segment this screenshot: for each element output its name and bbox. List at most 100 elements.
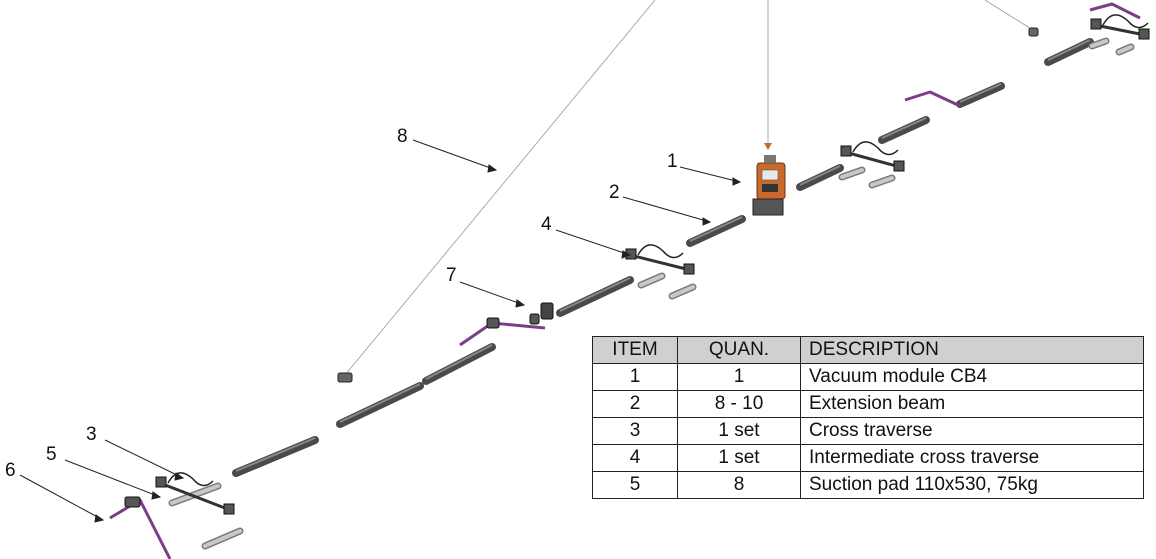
cable-line-right [984,0,1034,31]
extension-beam [878,116,930,144]
cell-description: Intermediate cross traverse [800,444,1144,472]
vacuum-hose [459,321,546,347]
traverse-clamp [1138,28,1150,40]
cell-description: Suction pad 110x530, 75kg [800,471,1144,499]
cable-arrowhead [764,143,772,150]
coupling-item-7 [529,302,554,325]
column-header-quantity: QUAN. [677,336,801,364]
vacuum-hose [1089,2,1141,20]
callout-1: 1 [667,151,678,172]
table-row: 5 8 Suction pad 110x530, 75kg [592,471,1144,499]
suction-pad-face [639,274,664,287]
callout-3: 3 [86,424,97,445]
cell-description: Extension beam [800,390,1144,418]
cable-line-8 [344,0,656,376]
callout-5: 5 [46,444,57,465]
vacuum-module [752,155,786,216]
cell-quantity: 1 [677,363,801,391]
hanger-item-8 [337,372,353,383]
bill-of-materials-table: ITEM QUAN. DESCRIPTION 1 1 Vacuum module… [592,336,1144,499]
traverse-clamp [223,503,235,515]
suction-pad-face [170,484,220,505]
callout-7: 7 [446,265,457,286]
column-header-item: ITEM [592,336,678,364]
extension-beam [796,164,844,191]
extension-beam-highlight [425,344,493,380]
cell-item: 3 [592,417,678,445]
cell-item: 2 [592,390,678,418]
suction-pad-face [203,529,242,548]
traverse-hose [852,141,899,156]
traverse-clamp [1090,18,1102,30]
hanger-right [1028,27,1039,37]
table-header-row: ITEM QUAN. DESCRIPTION [592,336,1144,364]
extension-beam-highlight [799,165,841,186]
cell-description: Cross traverse [800,417,1144,445]
traverse-clamp [840,145,852,157]
cross-traverse-bar [629,253,691,272]
extension-beam-highlight [559,277,631,312]
cell-item: 1 [592,363,678,391]
extension-beam-highlight [881,117,927,139]
traverse-clamp [155,476,167,488]
extension-beam-highlight [339,383,421,423]
hose-connector [486,317,500,329]
extension-beam [336,382,424,428]
table-row: 3 1 set Cross traverse [592,417,1144,445]
extension-beams [232,38,1094,477]
cell-quantity: 1 set [677,444,801,472]
traverse-hose [167,472,214,487]
callout-2: 2 [609,182,620,203]
cell-item: 4 [592,444,678,472]
table-row: 4 1 set Intermediate cross traverse [592,444,1144,472]
cross-traverse-bar [159,481,231,512]
suction-pad-face [1117,45,1133,54]
traverse-clamp [683,263,695,275]
leader-2 [622,196,711,223]
leader-7 [459,281,525,306]
table-row: 2 8 - 10 Extension beam [592,390,1144,418]
column-header-description: DESCRIPTION [800,336,1144,364]
leader-6 [19,474,104,521]
extension-beam [686,215,746,247]
leader-5 [64,459,161,498]
suction-pad-face [1090,39,1108,48]
extension-beam-highlight [235,437,316,472]
callout-leaders [19,139,742,523]
extension-beam [956,82,1005,108]
leader-4 [555,229,631,256]
extension-beam-highlight [959,83,1002,103]
extension-beam [232,436,319,477]
vacuum-hose [109,498,172,559]
callout-6: 6 [5,460,16,481]
leader-3 [104,439,184,479]
hose-connector [124,496,141,508]
cell-item: 5 [592,471,678,499]
traverse-hose [1102,14,1149,29]
leader-8 [412,139,497,171]
suction-pad-face [840,168,864,179]
cell-description: Vacuum module CB4 [800,363,1144,391]
cross-traverse-bar [844,150,901,169]
traverse-clamp [893,160,905,172]
extension-beam [1044,38,1094,66]
table-row: 1 1 Vacuum module CB4 [592,363,1144,391]
extension-beam-highlight [689,216,743,242]
extension-beam [422,343,496,385]
cell-quantity: 8 - 10 [677,390,801,418]
suction-pads [168,37,1135,550]
cell-quantity: 1 set [677,417,801,445]
vacuum-hoses [109,2,1141,559]
callout-8: 8 [397,126,408,147]
cross-traverse-bar [1094,23,1146,37]
suction-pad-face [870,176,894,187]
extension-beam [556,276,634,317]
leader-1 [679,166,741,183]
callout-4: 4 [541,214,552,235]
extension-beam-highlight [1047,39,1091,61]
cell-quantity: 8 [677,471,801,499]
vacuum-hose [904,90,961,108]
cross-traverses [155,14,1150,515]
traverse-hose [637,244,684,259]
